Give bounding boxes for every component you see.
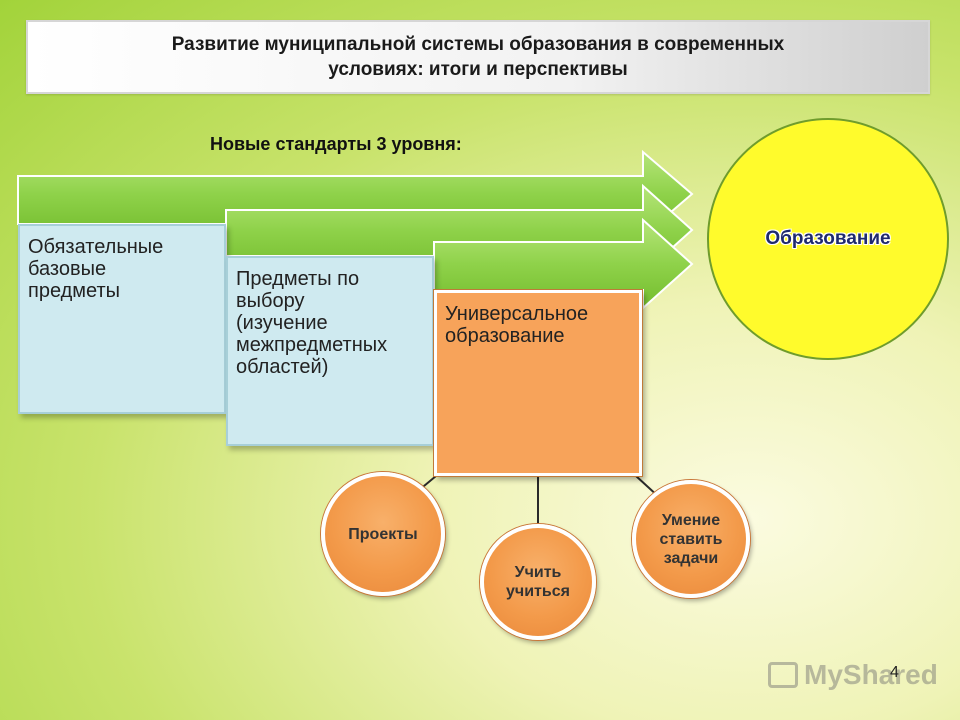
slide-title: Развитие муниципальной системы образован… bbox=[171, 34, 785, 80]
page-number: 4 bbox=[890, 664, 899, 681]
watermark-text: MyShared bbox=[804, 659, 938, 690]
watermark: MyShared bbox=[768, 655, 938, 695]
outcome-projects-bubble: Проекты bbox=[321, 472, 445, 596]
title-banner: Развитие муниципальной системы образован… bbox=[26, 20, 930, 94]
outcome-projects-label: Проекты bbox=[348, 525, 418, 543]
goal-label: Образование bbox=[765, 228, 891, 249]
level-1-box: Обязательные базовые предметы bbox=[18, 224, 226, 414]
level-2-box: Предметы по выбору (изучение межпредметн… bbox=[226, 256, 434, 446]
outcome-learn-bubble: Учить учиться bbox=[480, 524, 596, 640]
outcome-tasks-label: Умение ставить задачи bbox=[659, 511, 723, 567]
presentation-icon bbox=[768, 662, 798, 688]
level-3-box: Универсальное образование bbox=[433, 289, 643, 477]
outcome-learn-label: Учить учиться bbox=[506, 564, 570, 600]
slide-subtitle: Новые стандарты 3 уровня: bbox=[210, 134, 462, 154]
outcome-tasks-bubble: Умение ставить задачи bbox=[632, 480, 750, 598]
goal-circle bbox=[707, 118, 949, 360]
